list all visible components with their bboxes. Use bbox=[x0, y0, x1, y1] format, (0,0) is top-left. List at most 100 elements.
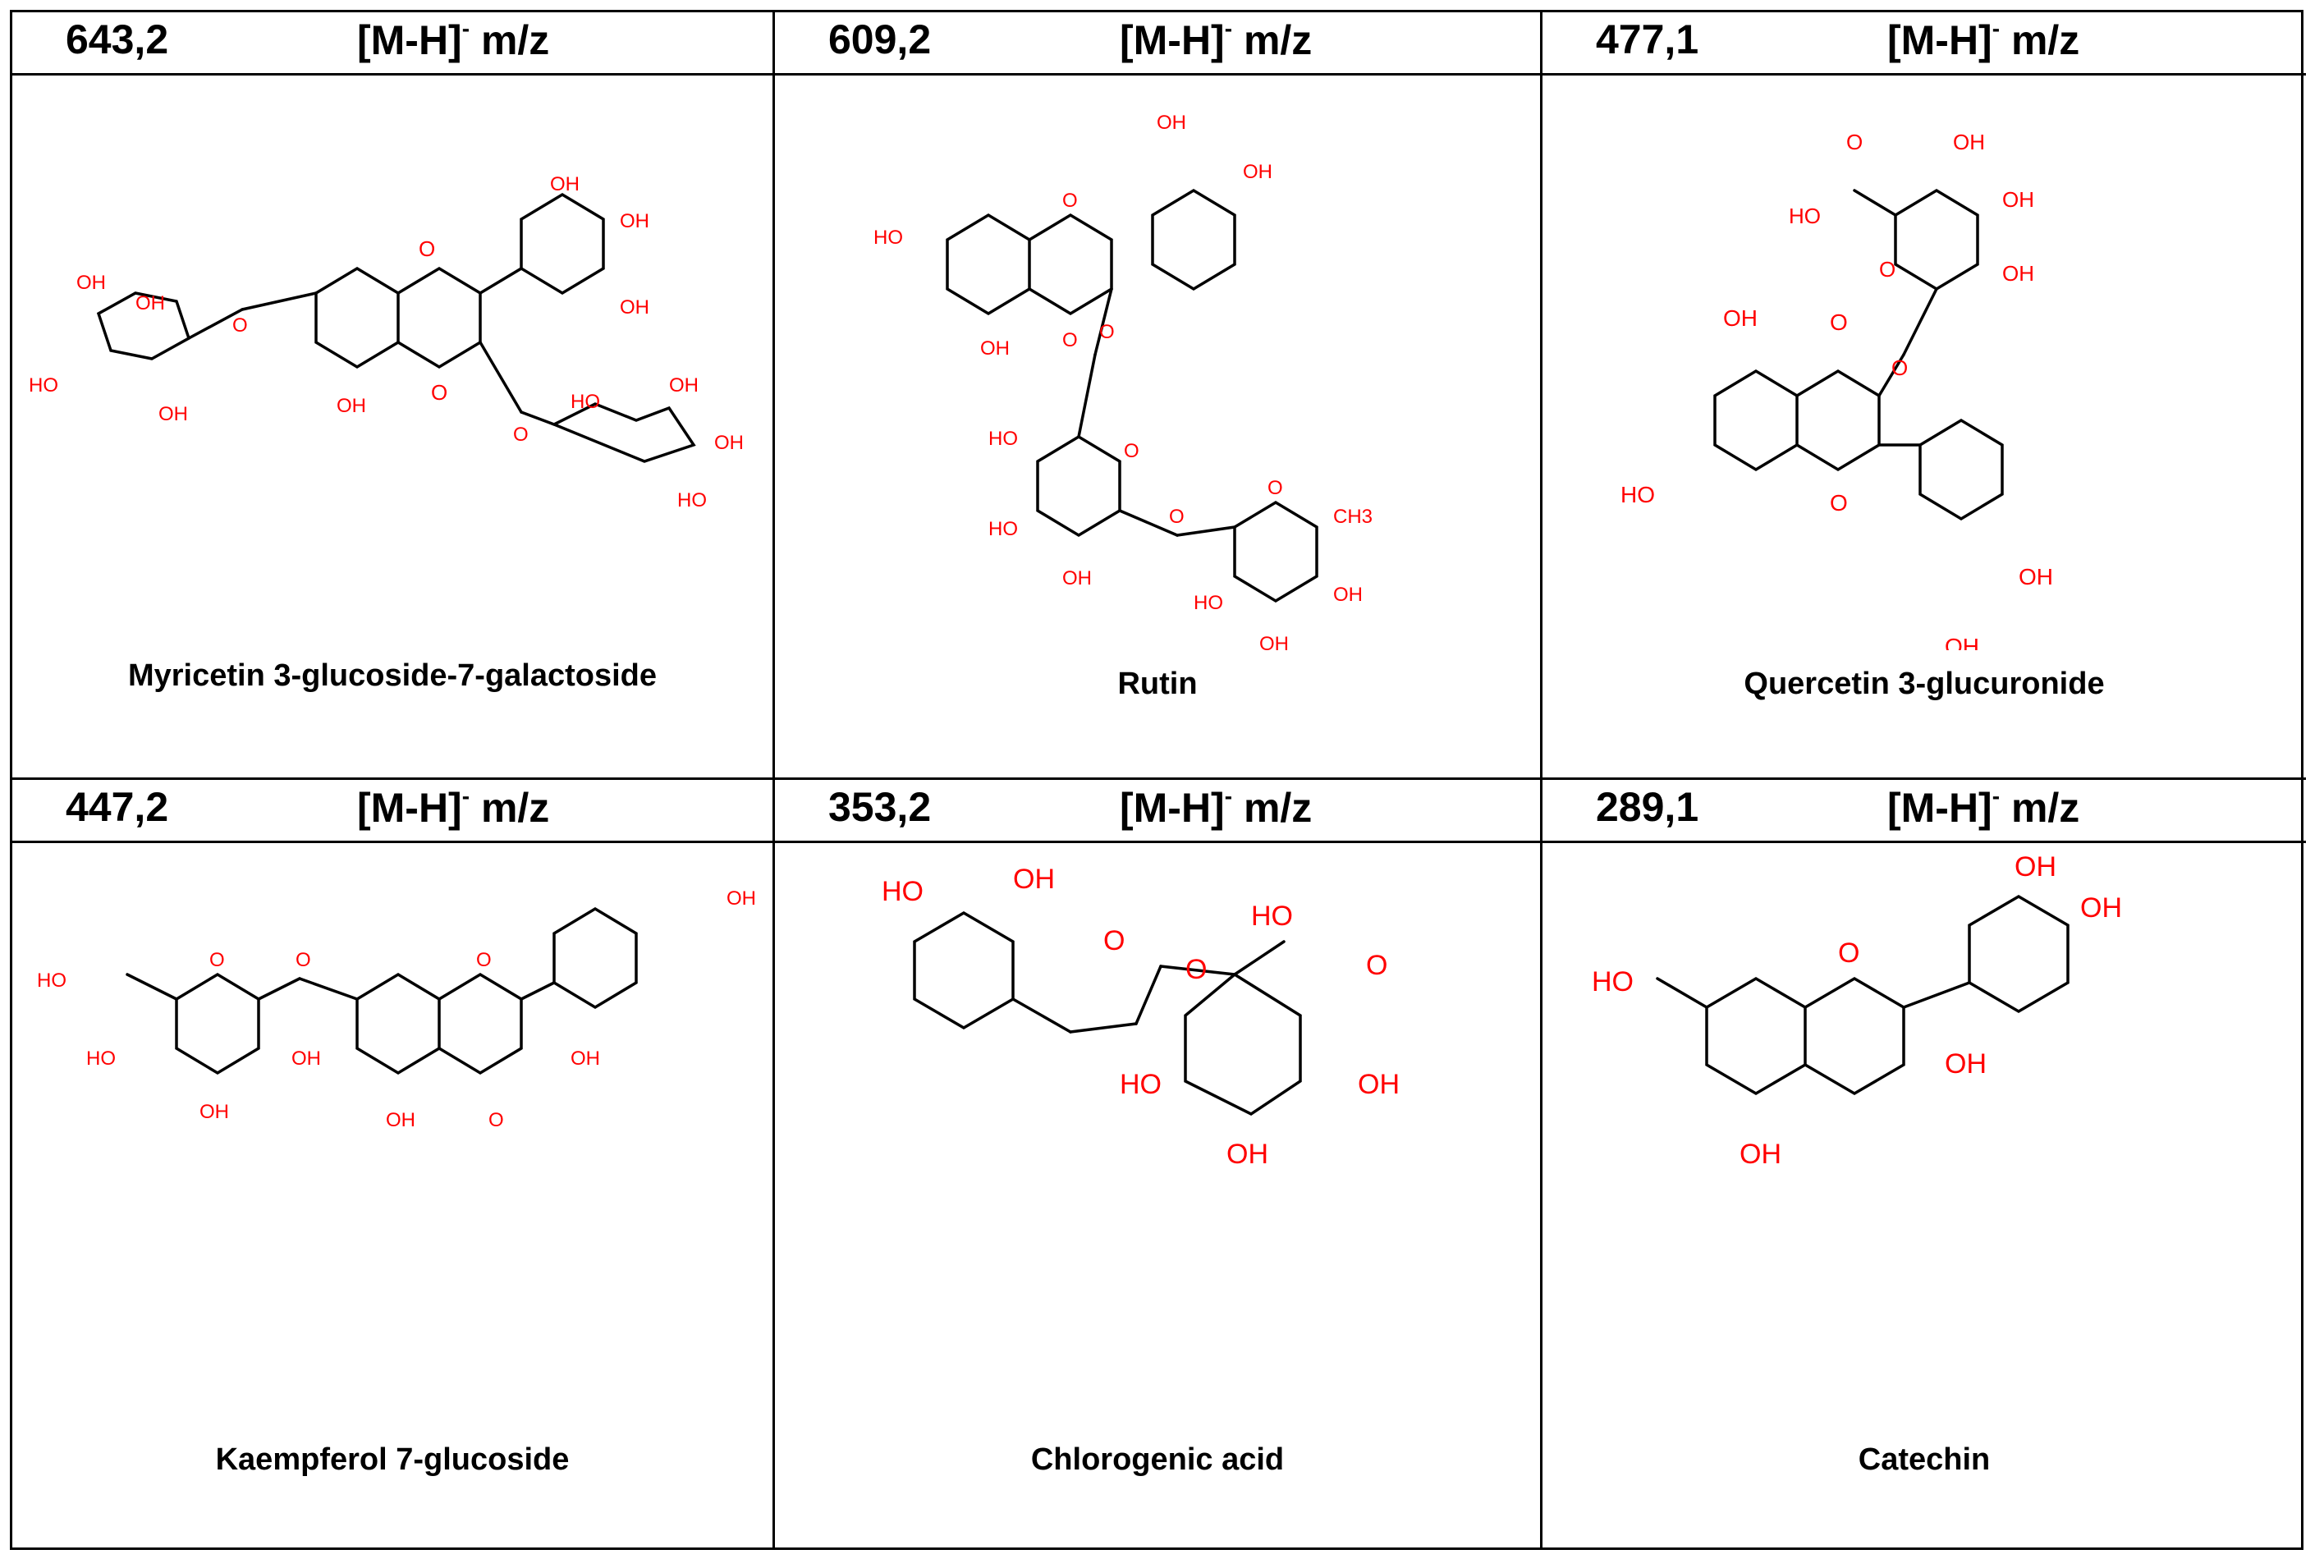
svg-text:HO: HO bbox=[1194, 592, 1223, 614]
compound-cell-rutin: 609,2 [M-H]- m/z O O O HO OH OH OH bbox=[775, 12, 1542, 780]
svg-text:HO: HO bbox=[882, 876, 924, 907]
svg-text:OH: OH bbox=[1723, 305, 1758, 331]
svg-text:OH: OH bbox=[714, 432, 744, 454]
svg-text:O: O bbox=[431, 380, 447, 405]
structure-quercetin-glucuronide: O O OH HO O O O HO OH OH OH OH OH bbox=[1620, 130, 2053, 650]
compound-name: Rutin bbox=[1117, 667, 1198, 701]
compound-cell-myricetin: 643,2 [M-H]- m/z O O OH bbox=[12, 12, 775, 780]
compound-name: Myricetin 3-glucoside-7-galactoside bbox=[127, 658, 658, 693]
ion-label: [M-H]- m/z bbox=[1120, 16, 1313, 63]
svg-text:OH: OH bbox=[2080, 892, 2122, 924]
svg-text:O: O bbox=[1185, 954, 1207, 985]
structure-area: O O O HO HO OH OH OH O OH OH Kaempferol … bbox=[12, 843, 772, 1547]
compound-cell-chlorogenic-acid: 353,2 [M-H]- m/z HO OH O O HO O HO OH OH bbox=[775, 780, 1542, 1547]
structure-area: O O OH OH OH OH O OH OH HO OH O HO OH OH… bbox=[12, 76, 772, 777]
structure-catechin: O HO OH OH OH OH bbox=[1592, 851, 2122, 1170]
mz-value: 643,2 bbox=[66, 16, 169, 62]
structure-kaempferol-glucoside: O O O HO HO OH OH OH O OH OH bbox=[37, 887, 756, 1131]
svg-text:HO: HO bbox=[1620, 482, 1655, 507]
compound-cell-catechin: 289,1 [M-H]- m/z O HO OH OH OH OH Catech… bbox=[1542, 780, 2306, 1547]
svg-text:O: O bbox=[476, 949, 492, 971]
svg-text:OH: OH bbox=[291, 1048, 321, 1070]
svg-text:OH: OH bbox=[337, 395, 366, 417]
svg-text:OH: OH bbox=[1953, 130, 1985, 154]
compound-cell-quercetin-glucuronide: 477,1 [M-H]- m/z O O OH HO O O O HO bbox=[1542, 12, 2306, 780]
svg-text:HO: HO bbox=[86, 1048, 116, 1070]
svg-text:HO: HO bbox=[1251, 901, 1293, 932]
svg-text:OH: OH bbox=[1945, 1048, 1987, 1080]
structure-rutin: O O O HO OH OH OH HO HO OH O O O CH3 HO … bbox=[873, 112, 1373, 650]
svg-text:CH3: CH3 bbox=[1333, 506, 1373, 528]
cell-header: 289,1 [M-H]- m/z bbox=[1542, 780, 2306, 843]
compound-cell-kaempferol-glucoside: 447,2 [M-H]- m/z O O O HO HO OH OH OH bbox=[12, 780, 775, 1547]
svg-text:OH: OH bbox=[1259, 633, 1289, 650]
svg-text:OH: OH bbox=[1226, 1139, 1268, 1170]
svg-text:HO: HO bbox=[571, 391, 600, 413]
ion-label: [M-H]- m/z bbox=[1887, 783, 2080, 831]
mz-value: 289,1 bbox=[1596, 784, 1699, 830]
ion-label: [M-H]- m/z bbox=[357, 783, 550, 831]
compound-table: 643,2 [M-H]- m/z O O OH bbox=[10, 10, 2306, 1550]
svg-text:HO: HO bbox=[677, 489, 707, 511]
svg-text:OH: OH bbox=[76, 272, 106, 294]
svg-text:OH: OH bbox=[2019, 564, 2053, 589]
svg-text:OH: OH bbox=[980, 337, 1010, 360]
svg-text:OH: OH bbox=[1243, 161, 1272, 183]
ion-label: [M-H]- m/z bbox=[1120, 783, 1313, 831]
svg-text:O: O bbox=[1830, 490, 1848, 516]
cell-header: 643,2 [M-H]- m/z bbox=[12, 12, 772, 76]
compound-name: Catechin bbox=[1858, 1442, 1991, 1477]
svg-text:OH: OH bbox=[2015, 851, 2056, 883]
svg-text:O: O bbox=[1103, 925, 1125, 956]
svg-text:O: O bbox=[296, 949, 311, 971]
svg-text:HO: HO bbox=[1120, 1069, 1162, 1100]
svg-text:OH: OH bbox=[135, 292, 165, 314]
svg-text:HO: HO bbox=[29, 374, 58, 397]
svg-text:OH: OH bbox=[571, 1048, 600, 1070]
svg-text:O: O bbox=[1830, 309, 1848, 335]
svg-text:OH: OH bbox=[550, 173, 580, 195]
compound-name: Quercetin 3-glucuronide bbox=[1744, 667, 2105, 701]
svg-text:O: O bbox=[488, 1109, 504, 1131]
cell-header: 447,2 [M-H]- m/z bbox=[12, 780, 772, 843]
svg-text:O: O bbox=[209, 949, 225, 971]
svg-text:O: O bbox=[1099, 321, 1115, 343]
svg-text:O: O bbox=[1846, 130, 1863, 154]
svg-text:OH: OH bbox=[199, 1101, 229, 1123]
svg-text:O: O bbox=[1124, 440, 1139, 462]
mz-value: 477,1 bbox=[1596, 16, 1699, 62]
svg-text:HO: HO bbox=[1592, 966, 1634, 997]
svg-text:O: O bbox=[1891, 355, 1908, 380]
svg-text:OH: OH bbox=[2002, 187, 2034, 212]
svg-text:OH: OH bbox=[386, 1109, 415, 1131]
svg-text:OH: OH bbox=[1013, 864, 1055, 895]
svg-text:O: O bbox=[1169, 506, 1185, 528]
svg-text:OH: OH bbox=[1157, 112, 1186, 134]
compound-name: Kaempferol 7-glucoside bbox=[215, 1442, 570, 1477]
compound-name: Chlorogenic acid bbox=[1030, 1442, 1285, 1477]
svg-text:HO: HO bbox=[37, 970, 66, 992]
svg-text:OH: OH bbox=[1333, 584, 1363, 606]
cell-header: 609,2 [M-H]- m/z bbox=[775, 12, 1540, 76]
structure-area: O O O HO OH OH OH HO HO OH O O O CH3 HO … bbox=[775, 76, 1540, 777]
svg-text:OH: OH bbox=[1358, 1069, 1400, 1100]
svg-text:HO: HO bbox=[1789, 204, 1821, 228]
svg-text:O: O bbox=[419, 236, 435, 261]
svg-text:O: O bbox=[1062, 329, 1078, 351]
mz-value: 353,2 bbox=[828, 784, 932, 830]
structure-area: O O OH HO O O O HO OH OH OH OH OH Querce… bbox=[1542, 76, 2306, 777]
cell-header: 353,2 [M-H]- m/z bbox=[775, 780, 1540, 843]
ion-label: [M-H]- m/z bbox=[357, 16, 550, 63]
svg-text:O: O bbox=[513, 424, 529, 446]
mz-value: 447,2 bbox=[66, 784, 169, 830]
svg-text:OH: OH bbox=[620, 296, 649, 319]
structure-area: HO OH O O HO O HO OH OH Chlorogenic acid bbox=[775, 843, 1540, 1547]
ion-label: [M-H]- m/z bbox=[1887, 16, 2080, 63]
svg-text:OH: OH bbox=[2002, 261, 2034, 286]
svg-text:O: O bbox=[232, 314, 248, 337]
structure-chlorogenic-acid: HO OH O O HO O HO OH OH bbox=[882, 864, 1400, 1170]
svg-text:OH: OH bbox=[620, 210, 649, 232]
cell-header: 477,1 [M-H]- m/z bbox=[1542, 12, 2306, 76]
svg-text:HO: HO bbox=[873, 227, 903, 249]
svg-text:OH: OH bbox=[1945, 634, 1979, 650]
